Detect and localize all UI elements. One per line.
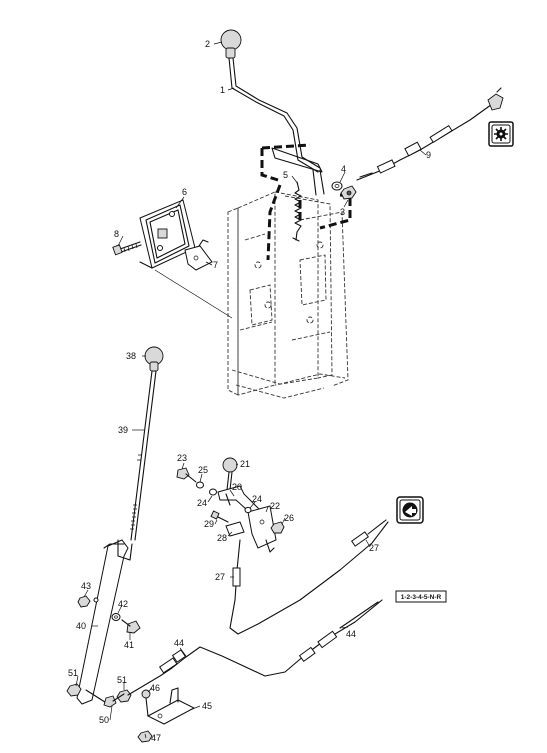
part-41-bolt	[121, 619, 141, 634]
label-7: 7	[213, 260, 218, 270]
label-24-a: 24	[197, 498, 207, 508]
part-38-knob	[144, 346, 164, 372]
part-45-bracket	[146, 687, 196, 725]
label-9: 9	[426, 150, 431, 160]
part-29-screw	[210, 510, 229, 523]
part-46-bolt	[141, 689, 151, 717]
label-22: 22	[270, 501, 280, 511]
label-39: 39	[118, 425, 128, 435]
label-47: 47	[151, 733, 161, 743]
label-44-a: 44	[174, 638, 184, 648]
gear-sprocket-icon	[488, 121, 514, 147]
part-25-washer	[196, 481, 204, 489]
part-24-washer-b	[244, 506, 252, 514]
part-22-bracket	[247, 505, 277, 553]
label-45: 45	[202, 701, 212, 711]
label-40: 40	[76, 621, 86, 631]
label-29: 29	[204, 519, 214, 529]
label-26: 26	[284, 513, 294, 523]
model-code: 1-2-3-4-5-N-R	[401, 594, 442, 601]
label-20: 20	[232, 482, 242, 492]
part-24-washer-a	[209, 488, 217, 496]
label-6: 6	[182, 187, 187, 197]
leader-lines	[75, 41, 427, 739]
part-1-shift-lever	[228, 57, 325, 196]
label-51-b: 51	[117, 675, 127, 685]
label-28: 28	[217, 533, 227, 543]
label-3: 3	[340, 207, 345, 217]
label-8: 8	[114, 229, 119, 239]
label-2: 2	[205, 39, 210, 49]
part-4-washer	[331, 181, 343, 191]
label-44-b: 44	[346, 629, 356, 639]
label-43: 43	[81, 581, 91, 591]
label-38: 38	[126, 351, 136, 361]
label-23: 23	[177, 453, 187, 463]
chassis-outline	[227, 191, 349, 399]
part-39-shift-rod	[130, 370, 157, 541]
part-6-bracket-plate	[139, 199, 196, 269]
rotation-arrow-icon	[396, 496, 424, 524]
label-25: 25	[198, 465, 208, 475]
part-2-shift-knob	[220, 29, 242, 59]
label-24-b: 24	[252, 494, 262, 504]
label-27-b: 27	[215, 572, 225, 582]
part-5-spring	[292, 181, 302, 242]
part-3-nut	[340, 185, 357, 200]
label-27-a: 27	[369, 543, 379, 553]
label-50: 50	[99, 715, 109, 725]
part-23-screw	[176, 467, 197, 483]
part-21-knob	[222, 457, 238, 491]
label-5: 5	[283, 170, 288, 180]
part-9-shift-cable	[356, 87, 504, 181]
label-46: 46	[150, 683, 160, 693]
part-8-screw	[112, 241, 142, 256]
part-42-washer	[111, 613, 121, 621]
part-51-nut-left	[66, 683, 82, 697]
part-43-nut	[77, 595, 91, 608]
part-47-nut	[137, 730, 153, 743]
part-26-nut	[270, 521, 285, 534]
part-50-bolt	[103, 693, 125, 708]
model-code-box: 1-2-3-4-5-N-R	[395, 590, 447, 603]
part-27-cable	[229, 519, 389, 635]
label-21: 21	[240, 459, 250, 469]
part-7-detent-plate	[184, 239, 213, 271]
label-41: 41	[124, 640, 134, 650]
label-42: 42	[118, 599, 128, 609]
label-51-a: 51	[68, 668, 78, 678]
part-51-nut-right	[116, 689, 132, 703]
part-28-clip	[225, 521, 245, 537]
label-1: 1	[220, 85, 225, 95]
callout-labels: 2 1 3 4 5 6 7 8 9 38 39 21 23 25 20 24 2…	[68, 39, 431, 743]
part-44-lower-cable	[127, 599, 383, 696]
label-4: 4	[341, 164, 346, 174]
